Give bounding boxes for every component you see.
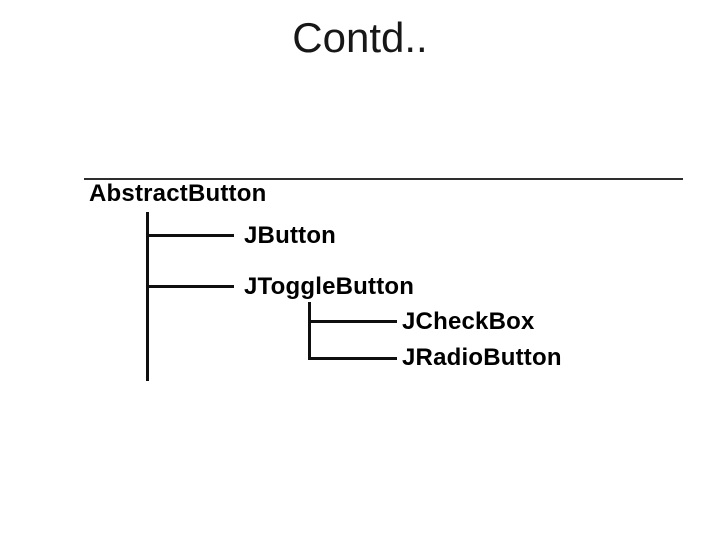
connector-trunk-jtogglebutton [308, 302, 311, 360]
slide-title: Contd.. [292, 14, 428, 61]
node-abstractbutton: AbstractButton [89, 180, 267, 207]
connector-trunk-abstractbutton [146, 212, 149, 381]
node-jcheckbox: JCheckBox [402, 308, 535, 335]
connector-branch-jcheckbox [309, 320, 397, 323]
connector-branch-jbutton [147, 234, 234, 237]
node-jtogglebutton: JToggleButton [244, 273, 415, 300]
connector-branch-jradiobutton [309, 357, 397, 360]
horizontal-rule [84, 178, 683, 180]
connector-branch-jtogglebutton [147, 285, 234, 288]
node-jradiobutton: JRadioButton [402, 344, 562, 371]
node-jbutton: JButton [244, 222, 337, 249]
